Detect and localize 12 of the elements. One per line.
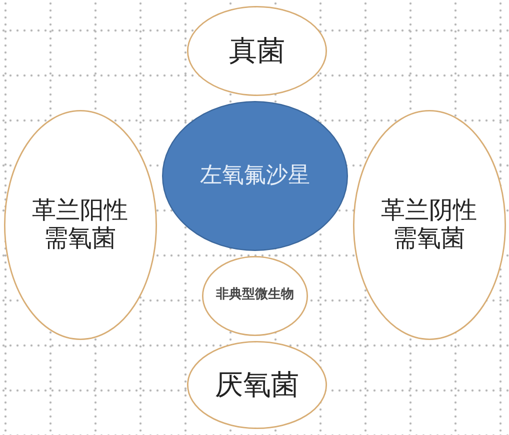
drug-name-label: 左氧氟沙星: [199, 163, 311, 188]
category-circle: [187, 341, 327, 429]
category-label: 厌氧菌: [214, 369, 300, 402]
category-label: 非典型微生物: [215, 288, 295, 303]
drug-ellipse: [162, 101, 348, 251]
category-circle: [187, 6, 327, 96]
category-label: 真菌: [228, 35, 286, 68]
category-label: 革兰阳性需氧菌: [31, 197, 129, 252]
category-circle: [4, 110, 157, 340]
category-label: 革兰阴性需氧菌: [380, 197, 478, 252]
category-circle: [202, 256, 308, 336]
category-circle: [353, 110, 506, 340]
